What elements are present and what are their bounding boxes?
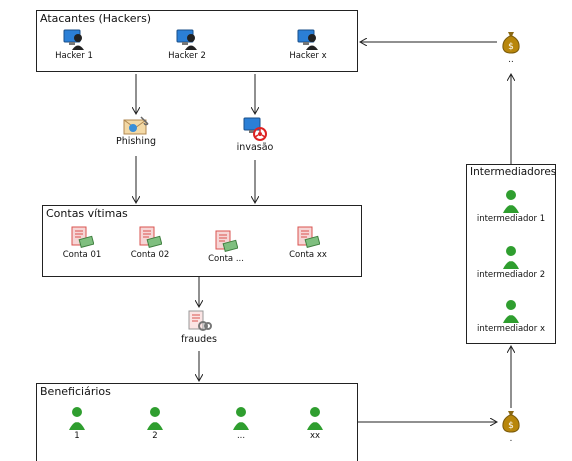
person-icon [503, 190, 519, 213]
beneficiary-label: xx [309, 431, 321, 441]
account-money-icon [139, 226, 162, 249]
intermediary-label: intermediador x [477, 324, 545, 334]
beneficiary-node: 1 [64, 406, 90, 441]
person-icon [147, 407, 163, 430]
phishing-email-icon [123, 116, 149, 135]
hacker-icon [176, 29, 197, 50]
hacker-icon [297, 29, 318, 50]
invasion-node: invasão [229, 116, 281, 153]
hacker-label: Hacker 1 [55, 51, 93, 61]
beneficiaries-group: Beneficiários 1 2 ... xx [36, 383, 358, 461]
fraud-document-icon [188, 310, 212, 331]
account-label: Conta 01 [62, 250, 102, 260]
beneficiary-label: ... [236, 431, 246, 441]
money-bottom-label: . [509, 434, 513, 444]
hacker-node-2: Hacker 2 [162, 28, 212, 61]
beneficiary-label: 1 [74, 431, 80, 441]
account-node: Conta 01 [59, 225, 105, 260]
phishing-label: Phishing [115, 136, 157, 147]
intermediary-node: intermediador 1 [469, 189, 553, 224]
account-label: Conta 02 [130, 250, 170, 260]
money-bag-icon: $ [502, 411, 520, 433]
attackers-title: Atacantes (Hackers) [40, 12, 152, 25]
intermediary-node: intermediador 2 [469, 245, 553, 280]
intermediary-label: intermediador 2 [476, 270, 546, 280]
virus-computer-icon [243, 117, 267, 141]
account-money-icon [71, 226, 94, 249]
money-node-top: $ .. [498, 30, 524, 65]
hacker-node-1: Hacker 1 [49, 28, 99, 61]
hacker-icon [63, 29, 84, 50]
victims-title: Contas vítimas [46, 207, 128, 220]
money-bag-icon: $ [502, 32, 520, 54]
beneficiary-label: 2 [152, 431, 158, 441]
intermediary-label: intermediador 1 [476, 214, 546, 224]
account-money-icon [297, 226, 320, 249]
account-label: Conta xx [289, 250, 327, 260]
person-icon [503, 246, 519, 269]
beneficiary-node: 2 [142, 406, 168, 441]
intermediaries-group: Intermediadores intermediador 1 intermed… [466, 164, 556, 344]
account-node: Conta 02 [127, 225, 173, 260]
account-node: Conta ... [203, 229, 249, 264]
person-icon [233, 407, 249, 430]
attackers-group: Atacantes (Hackers) Hacker 1 Hacker 2 Ha… [36, 10, 358, 72]
invasion-label: invasão [236, 142, 274, 153]
beneficiaries-title: Beneficiários [40, 385, 111, 398]
hacker-node-x: Hacker x [283, 28, 333, 61]
person-icon [503, 300, 519, 323]
person-icon [69, 407, 85, 430]
money-node-bottom: $ . [498, 409, 524, 444]
hacker-label: Hacker 2 [168, 51, 206, 61]
hacker-label: Hacker x [289, 51, 327, 61]
beneficiary-node: ... [228, 406, 254, 441]
svg-text:$: $ [508, 42, 514, 52]
frauds-label: fraudes [181, 334, 217, 345]
money-top-label: .. [508, 55, 514, 65]
account-node: Conta xx [285, 225, 331, 260]
svg-text:$: $ [508, 421, 514, 431]
person-icon [307, 407, 323, 430]
intermediary-node: intermediador x [469, 299, 553, 334]
intermediaries-title: Intermediadores [470, 166, 557, 178]
victims-group: Contas vítimas Conta 01 Conta 02 Conta .… [42, 205, 362, 277]
beneficiary-node: xx [302, 406, 328, 441]
account-money-icon [215, 230, 238, 253]
frauds-node: fraudes [176, 310, 222, 345]
phishing-node: Phishing [110, 116, 162, 147]
account-label: Conta ... [208, 254, 244, 264]
